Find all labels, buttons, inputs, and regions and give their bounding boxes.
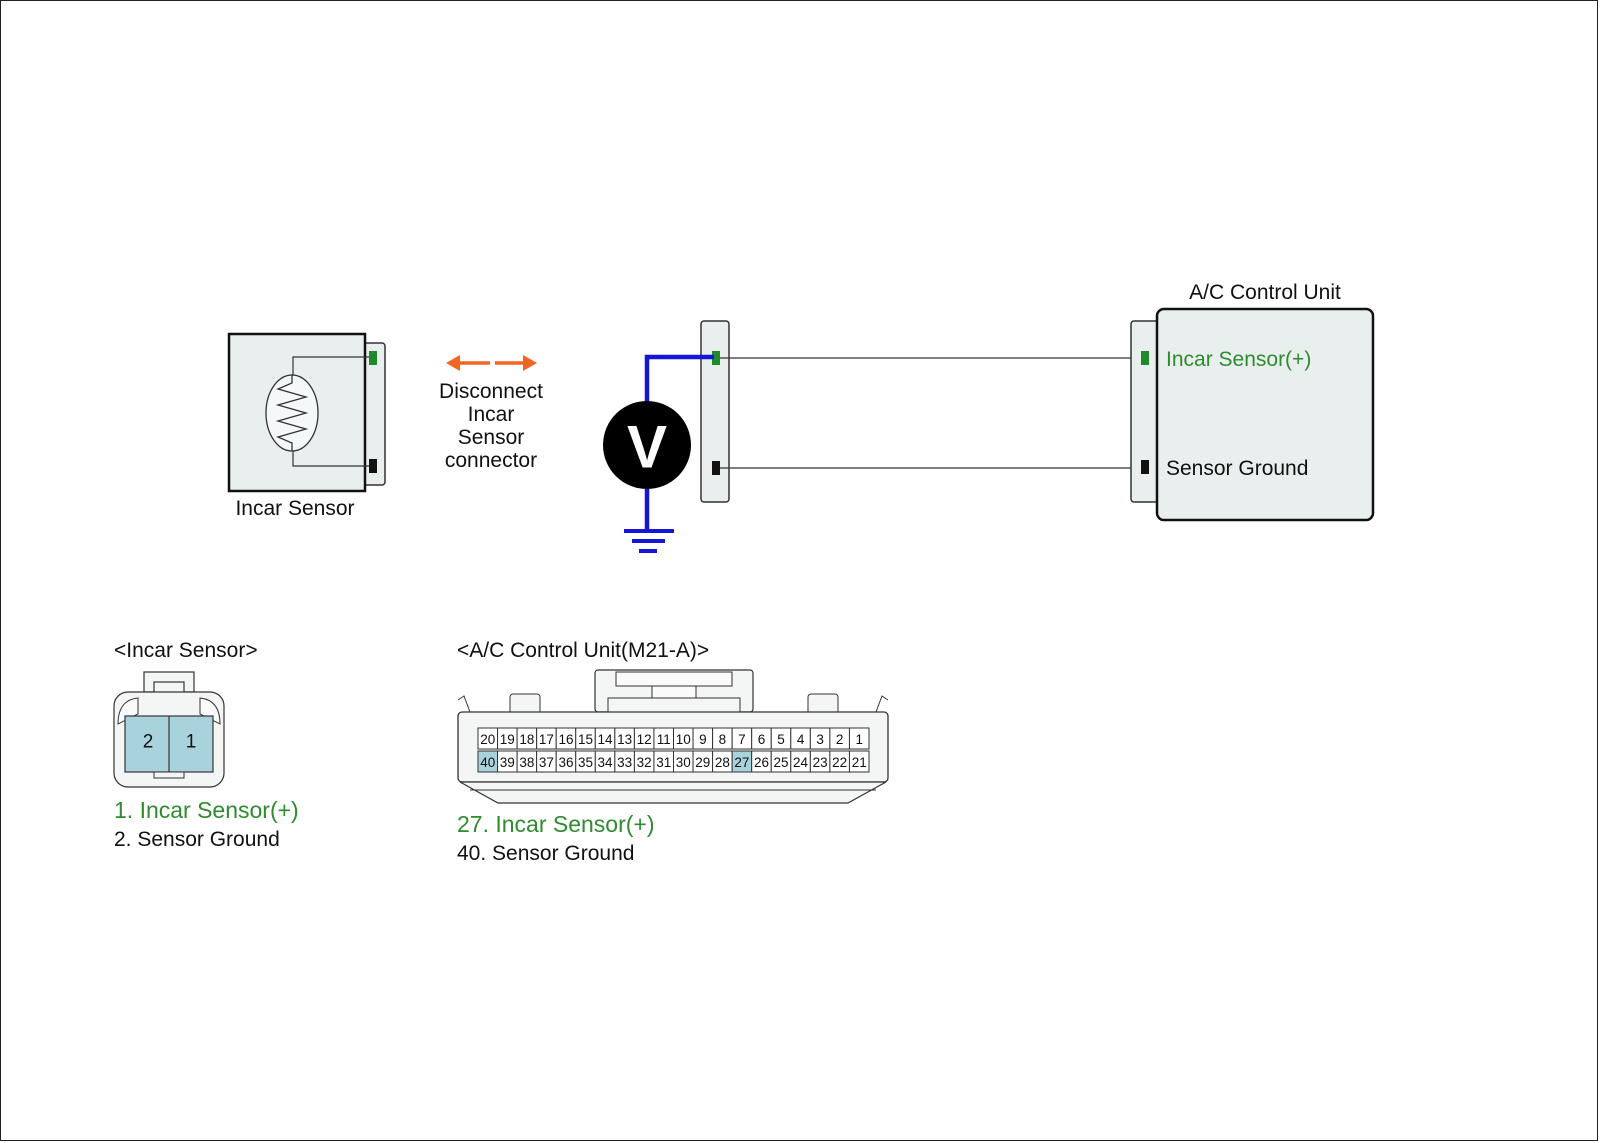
harness-connector-housing xyxy=(700,320,730,503)
incar-sensor-pin-ground xyxy=(369,459,377,473)
disconnect-note-line-1: Disconnect xyxy=(439,380,543,403)
acu-pin-number: 23 xyxy=(813,755,828,770)
acu-pin-number: 36 xyxy=(558,755,573,770)
incar-connector-pin-2: 2 xyxy=(143,732,154,753)
acu-pin-number: 30 xyxy=(676,755,691,770)
acu-pin-number: 13 xyxy=(617,732,632,747)
incar-connector-title: <Incar Sensor> xyxy=(114,639,258,662)
harness-pin-ground xyxy=(712,461,720,475)
ground-symbol-icon xyxy=(624,529,674,553)
acu-pin-number: 27 xyxy=(734,755,749,770)
acu-legend-40: 40. Sensor Ground xyxy=(457,842,634,865)
disconnect-note-line-3: Sensor xyxy=(458,426,525,449)
incar-sensor-component: Incar Sensor xyxy=(227,332,386,520)
incar-sensor-pin-signal xyxy=(369,351,377,365)
acu-pin-number: 15 xyxy=(578,732,593,747)
acu-pin-number: 20 xyxy=(480,732,495,747)
acu-pin-number: 34 xyxy=(598,755,614,770)
acu-pin-number: 10 xyxy=(676,732,691,747)
acu-pin-number: 7 xyxy=(738,732,746,747)
acu-pin-number: 22 xyxy=(832,755,847,770)
acu-pin-number: 19 xyxy=(500,732,515,747)
probe-wire-positive xyxy=(644,354,714,407)
acu-pin-number: 18 xyxy=(519,732,534,747)
acu-body xyxy=(1155,307,1375,522)
acu-pin-cell xyxy=(848,750,870,773)
acu-pin-incar-label: Incar Sensor(+) xyxy=(1166,348,1311,371)
acu-pin-number: 28 xyxy=(715,755,730,770)
voltmeter: V xyxy=(603,354,714,553)
incar-sensor-label: Incar Sensor xyxy=(235,497,354,520)
incar-connector-drawing xyxy=(113,671,225,788)
acu-pin-number: 9 xyxy=(699,732,707,747)
incar-legend-1: 1. Incar Sensor(+) xyxy=(114,797,299,823)
acu-pin-ground-label: Sensor Ground xyxy=(1166,457,1308,480)
acu-pin-number: 33 xyxy=(617,755,632,770)
acu-pin-number: 39 xyxy=(500,755,515,770)
acu-pin-number: 17 xyxy=(539,732,554,747)
acu-pin-number: 40 xyxy=(480,755,495,770)
acu-pin-number: 6 xyxy=(758,732,766,747)
acu-pin-number: 29 xyxy=(695,755,710,770)
acu-pin-number: 35 xyxy=(578,755,593,770)
ac-control-unit: A/C Control Unit Incar Sensor(+) Sensor … xyxy=(1130,281,1375,522)
acu-pin-number: 26 xyxy=(754,755,769,770)
resistor-zigzag-icon xyxy=(275,375,309,451)
acu-pin-number: 5 xyxy=(777,732,785,747)
acu-pin-number: 14 xyxy=(598,732,614,747)
acu-pin-number: 25 xyxy=(774,755,789,770)
disconnect-note: Disconnect Incar Sensor connector xyxy=(439,355,543,472)
acu-connector-title: <A/C Control Unit(M21-A)> xyxy=(457,639,709,662)
acu-pin-number: 4 xyxy=(797,732,805,747)
incar-connector-view: <Incar Sensor> 2 1 1. Incar Sensor(+) 2.… xyxy=(113,639,299,851)
acu-pin-number: 2 xyxy=(836,732,844,747)
acu-pin-number: 32 xyxy=(637,755,652,770)
acu-pin-number: 1 xyxy=(855,732,863,747)
acu-pin-number: 16 xyxy=(558,732,573,747)
acu-pin-number: 11 xyxy=(657,732,671,747)
disconnect-note-line-2: Incar xyxy=(468,403,515,426)
acu-pin-signal xyxy=(1141,351,1149,365)
acu-pin-number: 24 xyxy=(793,755,809,770)
disconnect-note-line-4: connector xyxy=(445,449,537,472)
voltmeter-symbol: V xyxy=(627,414,667,481)
acu-pin-cell xyxy=(848,727,870,750)
acu-pin-number: 38 xyxy=(519,755,534,770)
voltmeter-icon xyxy=(603,401,691,489)
ac-control-unit-title: A/C Control Unit xyxy=(1189,281,1341,304)
harness-pin-signal xyxy=(712,351,720,365)
acu-pin-ground xyxy=(1141,460,1149,474)
acu-pin-number: 8 xyxy=(719,732,727,747)
acu-pin-number: 31 xyxy=(656,755,671,770)
acu-pin-number: 37 xyxy=(539,755,554,770)
incar-connector-pin-1: 1 xyxy=(186,732,197,753)
acu-pin-number: 12 xyxy=(637,732,652,747)
acu-pin-number: 21 xyxy=(852,755,867,770)
disconnect-arrows-icon xyxy=(446,355,537,371)
thermistor-icon xyxy=(265,374,319,452)
acu-pin-number: 3 xyxy=(816,732,824,747)
acu-legend-27: 27. Incar Sensor(+) xyxy=(457,811,655,837)
incar-legend-2: 2. Sensor Ground xyxy=(114,828,280,851)
harness-connector xyxy=(700,320,730,503)
